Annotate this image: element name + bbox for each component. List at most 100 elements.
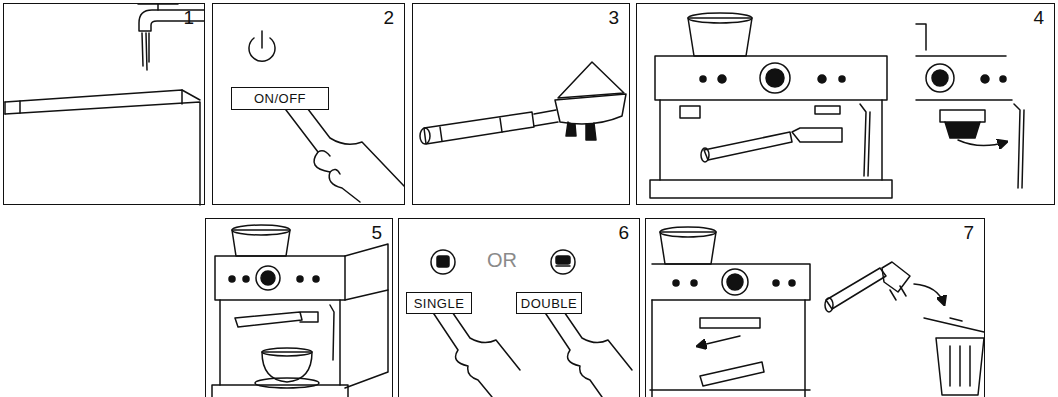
drip-tray	[212, 385, 348, 397]
button-icon	[981, 75, 989, 83]
step-panel: 7	[645, 218, 985, 397]
steam-wand	[1014, 104, 1024, 188]
tank-edge	[20, 90, 182, 113]
button-text: DOUBLE	[521, 296, 577, 311]
step-panel: 6OR SINGLE DOUBLE	[398, 218, 640, 397]
step-number: 5	[371, 222, 382, 244]
button-icon	[818, 75, 826, 83]
double-icon	[556, 265, 570, 267]
trash-bin	[936, 338, 984, 395]
hand	[318, 151, 340, 174]
button-text: SINGLE	[414, 296, 465, 311]
steam-wand	[330, 305, 334, 360]
dial	[727, 274, 743, 290]
button-icon	[691, 280, 697, 286]
coffee-grounds	[558, 62, 624, 98]
fill-tank-illustration	[5, 4, 204, 205]
tank-rim	[5, 90, 200, 102]
step-panel: 4	[636, 3, 1055, 205]
portafilter-illustration	[420, 62, 626, 144]
tank-front	[5, 102, 200, 205]
button-icon	[839, 76, 845, 82]
button-label: SINGLE	[406, 292, 472, 314]
faucet-handle	[138, 4, 178, 10]
trash-bin	[950, 346, 970, 386]
step-number: 1	[183, 7, 194, 29]
separator-word: OR	[487, 249, 517, 272]
rotate-arrow	[958, 140, 1006, 146]
portafilter-neck	[534, 110, 558, 126]
portafilter-basket	[945, 122, 980, 138]
button-icon	[673, 280, 679, 286]
portafilter-handle	[440, 118, 502, 141]
button-text: ON/OFF	[254, 91, 306, 106]
dial	[760, 63, 790, 93]
portafilter-handle	[826, 268, 886, 309]
filter-basket	[882, 262, 910, 292]
spout	[566, 122, 596, 140]
control-panel	[652, 264, 810, 300]
step-panel: 3	[412, 3, 630, 205]
button-icon	[773, 280, 779, 286]
dial	[932, 70, 948, 86]
power-symbol	[261, 31, 263, 48]
portafilter	[235, 312, 318, 327]
portafilter-handle	[700, 362, 764, 386]
tank-edge	[4, 102, 6, 114]
dial	[722, 269, 748, 295]
drip-tray	[650, 180, 892, 198]
machine-body	[652, 300, 805, 397]
hand	[542, 302, 602, 397]
dial	[766, 69, 784, 87]
dial	[256, 266, 280, 290]
portafilter-handle	[424, 112, 534, 144]
insert-portafilter-illustration	[650, 13, 1024, 198]
double-icon	[556, 256, 570, 264]
discard-arrow	[914, 284, 944, 304]
step-panel: 1	[3, 3, 205, 205]
button-icon	[297, 276, 303, 282]
portafilter-handle	[701, 148, 709, 162]
faucet	[139, 10, 204, 31]
bean-hopper	[660, 227, 716, 237]
water-stream	[142, 33, 149, 70]
double-icon	[551, 250, 575, 274]
machine-detail	[680, 106, 840, 118]
step-number: 6	[618, 222, 629, 244]
saucer	[255, 378, 319, 388]
button-icon	[789, 280, 795, 286]
machine-body	[220, 290, 388, 388]
group-head	[700, 318, 760, 328]
zoom-detail	[916, 24, 1006, 56]
drip-tray	[650, 389, 810, 391]
control-panel	[655, 56, 887, 100]
step-number: 7	[963, 222, 974, 244]
dial	[261, 271, 275, 285]
single-icon	[437, 256, 449, 267]
bin-lid	[924, 318, 984, 332]
button-label: DOUBLE	[516, 292, 582, 314]
bean-hopper	[232, 225, 290, 235]
filter-basket	[792, 128, 842, 142]
button-icon	[700, 76, 706, 82]
step-number: 2	[383, 7, 394, 29]
button-icon	[229, 276, 235, 282]
step-number: 3	[608, 7, 619, 29]
portafilter-handle	[704, 132, 792, 160]
brew-illustration	[212, 225, 388, 397]
button-icon	[243, 276, 249, 282]
hand	[280, 96, 360, 202]
portafilter-handle	[825, 298, 833, 312]
cup	[262, 348, 312, 356]
select-shot-illustration	[430, 250, 632, 397]
power-on-illustration	[249, 31, 404, 202]
machine-body	[660, 100, 882, 180]
step-panel: 5	[205, 218, 393, 397]
steam-wand	[860, 104, 870, 176]
control-panel	[215, 256, 345, 300]
machine-side	[345, 244, 388, 300]
button-icon	[1000, 76, 1006, 82]
group-head	[916, 100, 1012, 122]
